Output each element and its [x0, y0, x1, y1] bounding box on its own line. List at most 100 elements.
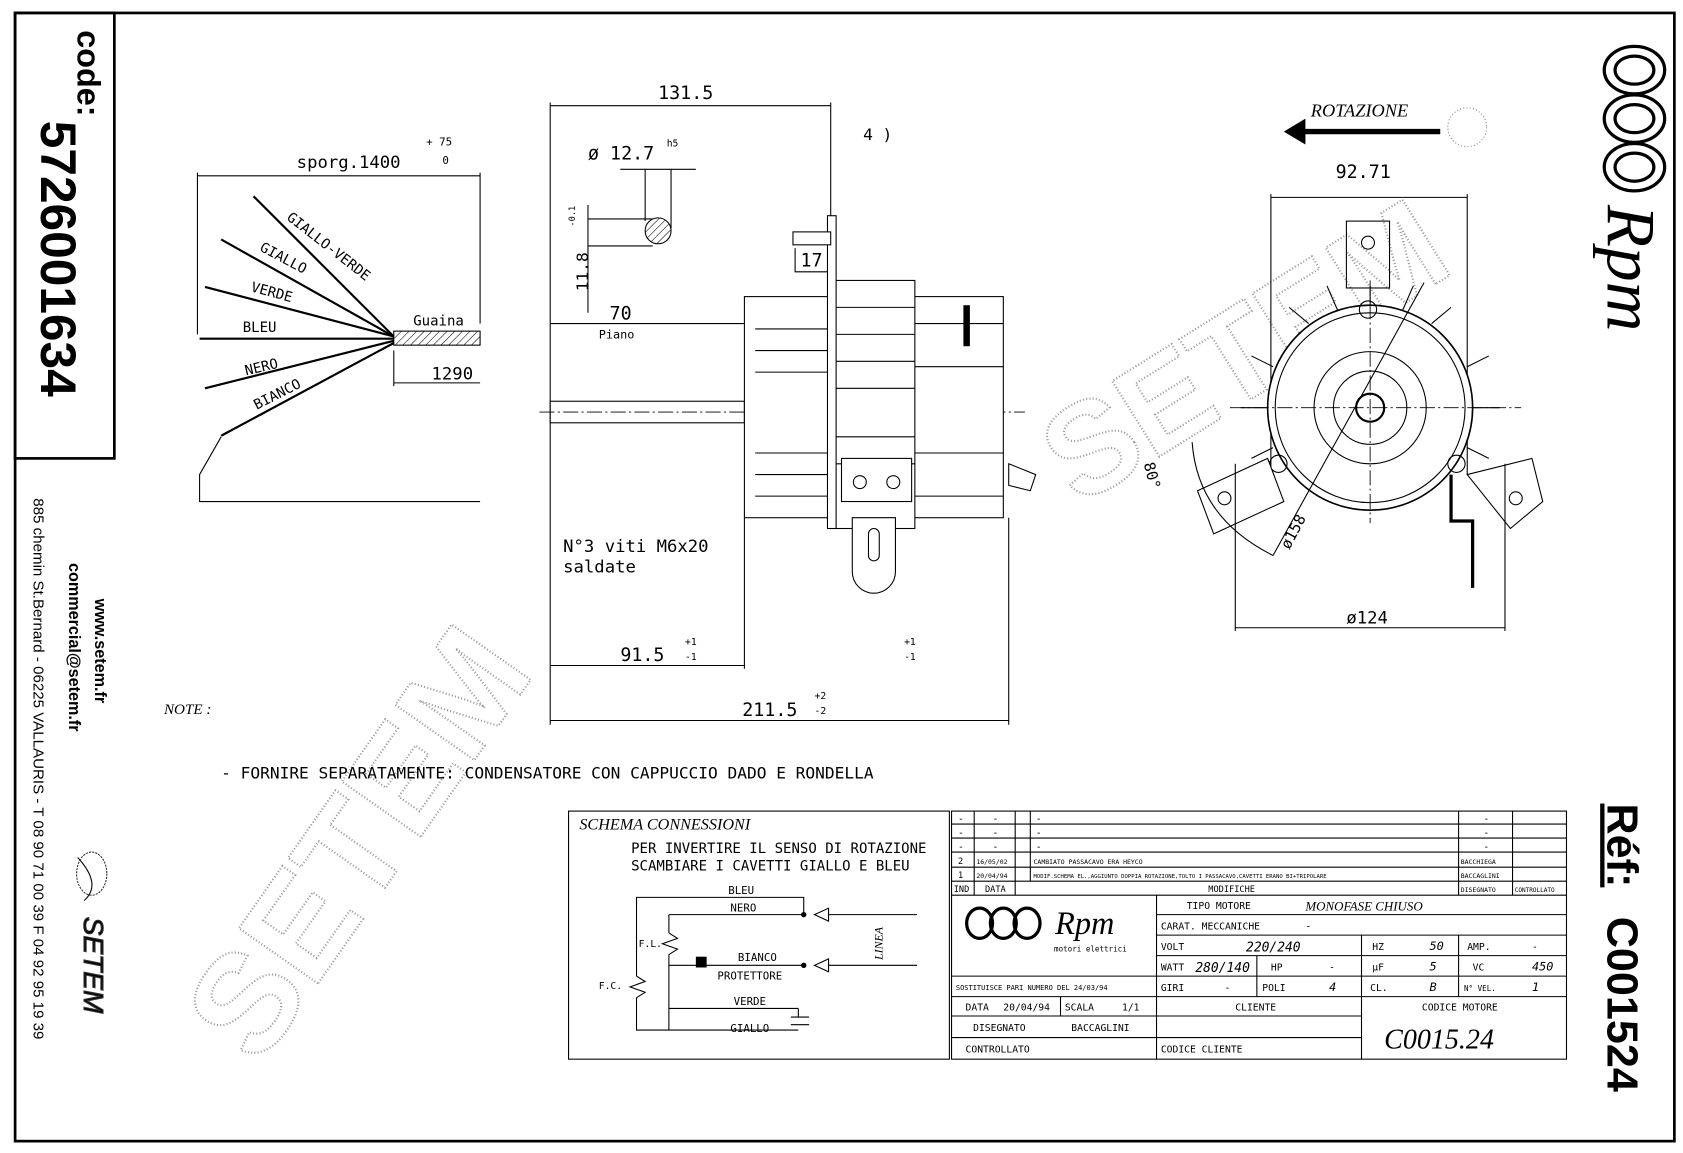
drawing-label: -0.1 [568, 206, 578, 227]
drawing-label: F.L. [639, 939, 662, 950]
side-view: 131.5 4 ) ø 12.7 h5 11.8 -0.1 70 Piano 1… [539, 83, 1037, 725]
drawing-label: - [1036, 814, 1042, 825]
drawing-label: -1 [685, 652, 697, 663]
drawing-label: 0 [442, 154, 448, 167]
drawing-label: DISEGNATO [1461, 886, 1496, 894]
code-box [13, 11, 116, 460]
drawing-label: - [958, 814, 964, 825]
drawing-label: DISEGNATO [973, 1023, 1026, 1034]
drawing-label: 16/05/02 [976, 858, 1007, 866]
drawing-label: BLEU [728, 884, 754, 897]
drawing-label: - [1224, 983, 1230, 994]
notes-line: - FORNIRE SEPARATAMENTE: CONDENSATORE CO… [221, 764, 874, 783]
drawing-label: - [993, 814, 999, 825]
drawing-label: 4 [1329, 980, 1336, 994]
drawing-label: 11.8 [573, 252, 592, 291]
drawing-label: LINEA [871, 926, 885, 961]
drawing-label: 220/240 [1246, 940, 1301, 955]
drawing-label: µF [1372, 963, 1384, 974]
drawing-label: GIALLO [730, 1022, 769, 1035]
drawing-label: ø124 [1346, 608, 1388, 628]
drawing-label: CODICE CLIENTE [1161, 1045, 1243, 1056]
drawing-label: 1/1 [1122, 1003, 1140, 1014]
drawing-label: 450 [1532, 960, 1553, 974]
drawing-label: BIANCO [738, 951, 777, 964]
drawing-label: IND [954, 885, 970, 895]
drawing-label: -1 [904, 652, 916, 663]
drawing-label: N° VEL. [1464, 984, 1496, 993]
drawing-label: 20/04/94 [1003, 1003, 1050, 1014]
drawing-label: SETEM [155, 599, 561, 1085]
drawing-label: PROTETTORE [717, 969, 782, 982]
drawing-label: - [1483, 828, 1489, 839]
drawing-label: MONOFASE CHIUSO [1304, 898, 1423, 913]
drawing-label: +2 [815, 691, 827, 702]
drawing-label: Guaina [413, 314, 464, 330]
email-link[interactable]: commercial@setem.fr [65, 563, 83, 732]
drawing-label: Rpm [1054, 905, 1114, 941]
drawing-label: motori elettrici [1054, 944, 1127, 953]
drawing-label: HP [1271, 963, 1283, 974]
drawing-label: 4 ) [863, 125, 892, 144]
drawing-label: 50 [1429, 939, 1443, 953]
cable-view: sporg.1400 + 75 0 GIALLO-VERDE GIALLO VE… [196, 136, 481, 503]
drawing-label: VERDE [734, 995, 766, 1008]
drawing-label: 20/04/94 [976, 872, 1007, 880]
drawing-label: TIPO MOTORE [1187, 901, 1251, 912]
drawing-label: ø 12.7 [588, 144, 654, 165]
drawing-label: - [1305, 922, 1311, 933]
drawing-label: VERDE [249, 280, 294, 306]
drawing-label: WATT [1161, 963, 1184, 974]
drawing-label: VOLT [1161, 942, 1184, 953]
drawing-label: MODIFICHE [1208, 885, 1255, 895]
drawing-label: N°3 viti M6x20 [563, 537, 708, 557]
drawing-label: 17 [801, 250, 823, 271]
drawing-label: BACCAGLINI [1071, 1023, 1129, 1034]
drawing-label: SCALA [1065, 1003, 1094, 1014]
drawing-label: - [1532, 942, 1538, 953]
code-value: 5726001634 [30, 121, 86, 397]
drawing-label: DATA [985, 885, 1007, 895]
drawing-label: B [1429, 980, 1436, 994]
drawing-label: PER INVERTIRE IL SENSO DI ROTAZIONE [631, 841, 926, 857]
setem-logo-icon: SETEM [76, 851, 110, 1015]
notes-label: NOTE : [163, 702, 211, 718]
drawing-label: - [958, 842, 964, 853]
drawing-label: - [1483, 814, 1489, 825]
website-link[interactable]: www.setem.fr [91, 598, 109, 704]
drawing-label: NERO [243, 356, 280, 379]
drawing-label: CONTROLLATO [1515, 887, 1555, 894]
drawing-label: NERO [730, 901, 756, 914]
drawing-label: SETEM [78, 917, 109, 1014]
connection-schema: SCHEMA CONNESSIONI PER INVERTIRE IL SENS… [568, 810, 950, 1060]
drawing-label: BACCHIEGA [1461, 858, 1496, 866]
drawing-label: SCAMBIARE I CAVETTI GIALLO E BLEU [631, 858, 910, 874]
drawing-label: 2 [958, 857, 963, 867]
drawing-label: BACCAGLINI [1461, 872, 1500, 880]
drawing-label: DATA [966, 1003, 990, 1014]
drawing-label: CODICE MOTORE [1422, 1003, 1498, 1014]
drawing-label: 1 [1532, 980, 1539, 994]
drawing-label: +1 [904, 637, 916, 648]
drawing-label: sporg.1400 [297, 153, 401, 173]
reference-value: C001524 [1597, 917, 1645, 1092]
drawing-label: CLIENTE [1235, 1003, 1276, 1014]
drawing-label: saldate [563, 558, 636, 578]
drawing-label: Piano [599, 328, 635, 342]
reference-label: Réf: [1597, 804, 1645, 888]
drawing-label: CARAT. MECCANICHE [1161, 922, 1260, 933]
drawing-label: VC [1473, 963, 1485, 974]
drawing-label: ROTAZIONE [1310, 100, 1408, 120]
drawing-label: Rpm [1592, 204, 1669, 331]
drawing-label: POLI [1262, 983, 1285, 994]
drawing-label: ø158 [1277, 511, 1310, 552]
drawing-label: h5 [667, 139, 679, 150]
drawing-label: 91.5 [620, 645, 664, 666]
drawing-label: 211.5 [742, 700, 797, 721]
drawing-label: HZ [1372, 942, 1384, 953]
drawing-label: 70 [610, 303, 632, 324]
drawing-label: F.C. [599, 981, 622, 992]
drawing-label: SCHEMA CONNESSIONI [579, 816, 751, 833]
address-text: 885 chemin St.Bernard - 06225 VALLAURIS … [29, 498, 46, 1039]
